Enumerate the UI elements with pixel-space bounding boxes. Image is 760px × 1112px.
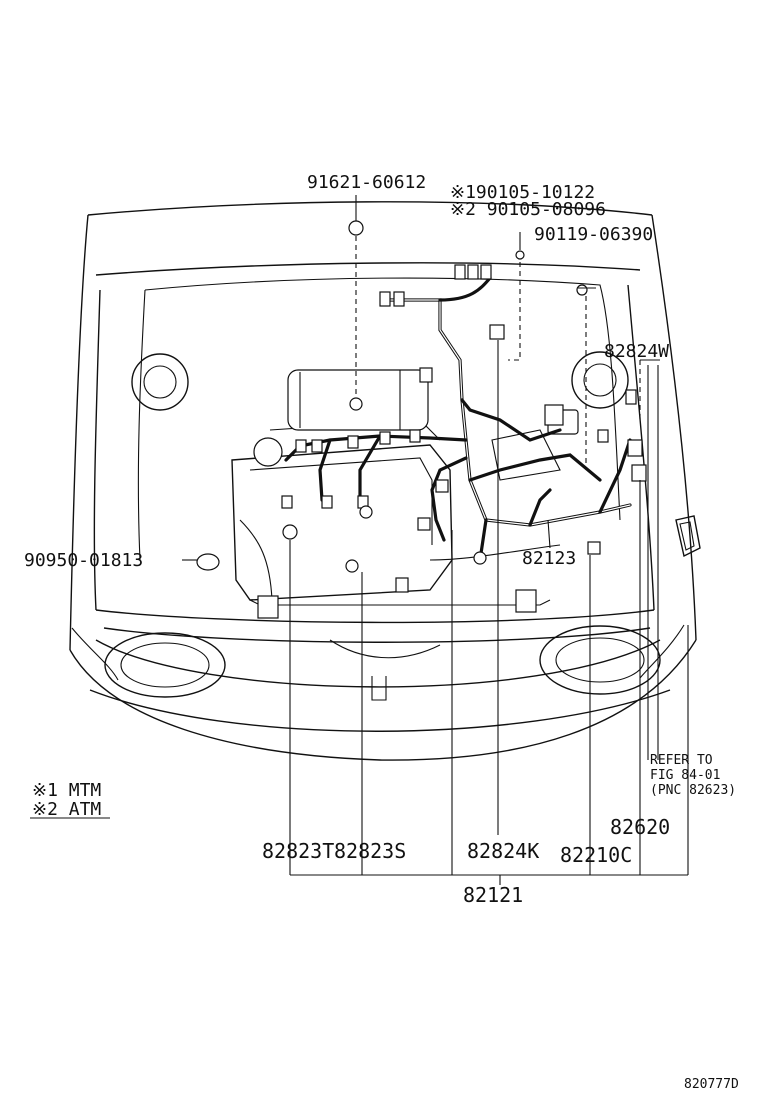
legend-atm: ※2 ATM — [32, 799, 101, 820]
strut-tower-right — [571, 351, 629, 409]
label-82121: 82121 — [463, 883, 523, 907]
headlight-left — [71, 627, 226, 698]
label-bolt-2: ※2 90105-08096 — [450, 199, 606, 220]
refer-line-2: FIG 84-01 — [650, 768, 720, 783]
figure-code: 820777D — [684, 1077, 739, 1092]
label-82823s: 82823S — [334, 839, 406, 863]
label-82823t: 82823T — [262, 839, 334, 863]
label-82123: 82123 — [522, 548, 576, 569]
headlight-right — [539, 624, 685, 695]
label-82824k: 82824K — [467, 839, 539, 863]
refer-line-1: REFER TO — [650, 753, 713, 768]
side-mirror-right — [675, 515, 701, 558]
label-bolt-3: 90119-06390 — [534, 224, 653, 245]
label-bolt-1: ※190105-10122 — [450, 182, 595, 203]
label-grommet: 90950-01813 — [24, 550, 143, 571]
strut-tower-left — [131, 353, 189, 411]
label-82824w: 82824W — [604, 341, 669, 362]
refer-line-3: (PNC 82623) — [650, 783, 736, 798]
label-82210c: 82210C — [560, 843, 632, 867]
legend-mtm: ※1 MTM — [32, 780, 101, 801]
engine-wire-harness — [196, 220, 647, 593]
label-82620: 82620 — [610, 815, 670, 839]
leader-lines — [30, 195, 689, 885]
vehicle-body-outline — [69, 201, 697, 761]
label-top-clip: 91621-60612 — [307, 172, 426, 193]
part-labels: 91621-60612 ※190105-10122 ※2 90105-08096… — [24, 172, 739, 1092]
